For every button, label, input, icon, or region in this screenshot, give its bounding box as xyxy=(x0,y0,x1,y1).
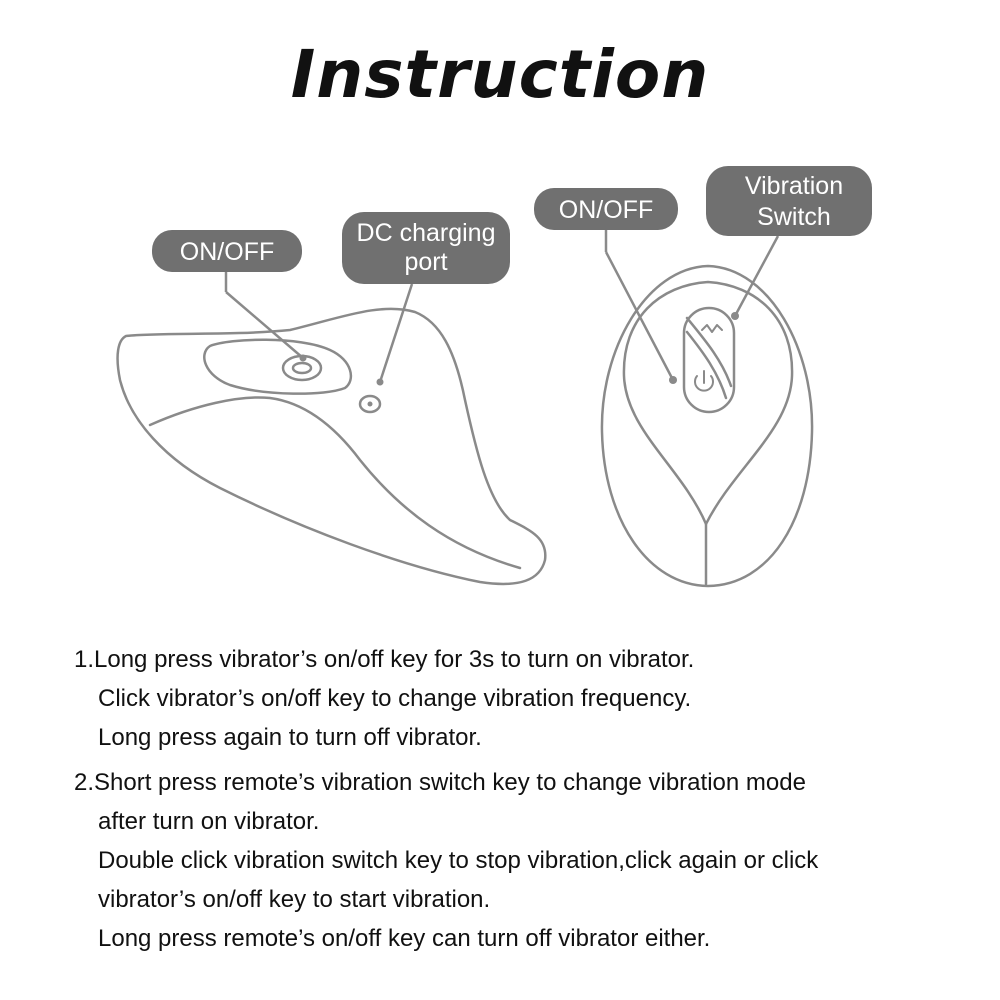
step-2-line-1: 2.Short press remote’s vibration switch … xyxy=(74,769,806,796)
callout-dc-charging: DC charging port xyxy=(342,212,510,284)
product-diagram: ON/OFF DC charging port ON/OFF xyxy=(116,166,872,588)
callout-vibration-switch: Vibration Switch xyxy=(706,166,872,236)
step-2-line-3: Double click vibration switch key to sto… xyxy=(98,847,819,874)
leader-line xyxy=(225,291,304,359)
callout-left-onoff: ON/OFF xyxy=(152,230,302,272)
callout-label: port xyxy=(404,248,447,276)
leader-line xyxy=(604,251,675,381)
dc-charging-port-icon xyxy=(358,378,384,414)
callout-label: Switch xyxy=(757,203,831,231)
callout-label: ON/OFF xyxy=(559,196,653,224)
callout-label: DC charging xyxy=(357,219,496,247)
step-2-line-4: vibrator’s on/off key to start vibration… xyxy=(98,886,491,913)
leader-line xyxy=(733,235,780,317)
callout-right-onoff: ON/OFF xyxy=(534,188,678,230)
power-icon xyxy=(694,370,714,392)
callout-label: ON/OFF xyxy=(180,238,274,266)
wave-icon xyxy=(701,324,723,333)
step-1-line-2: Click vibrator’s on/off key to change vi… xyxy=(98,685,692,712)
callout-label: Vibration xyxy=(745,172,843,200)
leader-line xyxy=(378,283,414,383)
step-2-line-2: after turn on vibrator. xyxy=(98,808,320,835)
step-2-line-5: Long press remote’s on/off key can turn … xyxy=(98,925,711,952)
remote-outline-icon xyxy=(600,264,814,588)
vibrator-outline-icon xyxy=(116,307,547,586)
step-1-line-1: 1.Long press vibrator’s on/off key for 3… xyxy=(74,646,695,673)
page-title: Instruction xyxy=(290,36,710,113)
step-1-line-3: Long press again to turn off vibrator. xyxy=(98,724,482,751)
